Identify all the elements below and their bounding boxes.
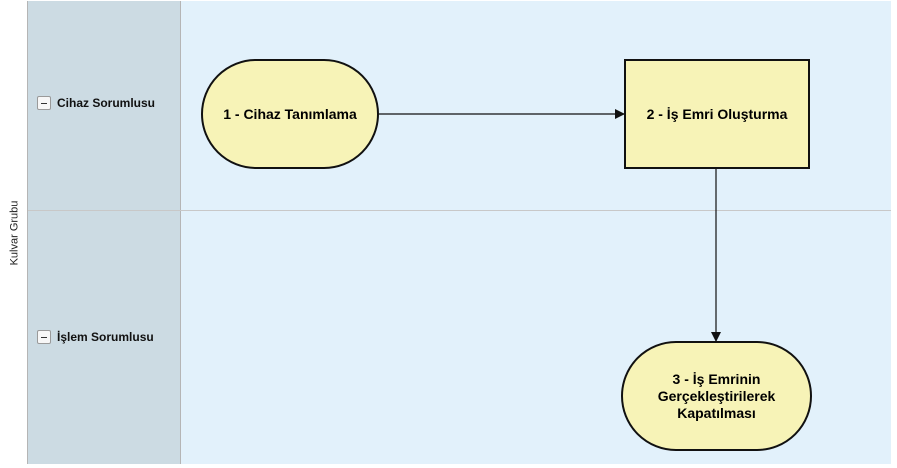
collapse-icon[interactable] [37, 96, 51, 110]
node-is-emri-kapatma[interactable]: 3 - İş Emrinin Gerçekleştirilerek Kapatı… [621, 341, 812, 451]
lane-header-cihaz-sorumlusu[interactable]: Cihaz Sorumlusu [28, 1, 181, 210]
collapse-icon[interactable] [37, 330, 51, 344]
node-is-emri-olusturma[interactable]: 2 - İş Emri Oluşturma [624, 59, 810, 169]
node-cihaz-tanimlama[interactable]: 1 - Cihaz Tanımlama [201, 59, 379, 169]
node-label: 3 - İş Emrinin Gerçekleştirilerek Kapatı… [657, 370, 776, 421]
node-label: 1 - Cihaz Tanımlama [223, 105, 357, 122]
lane-label: Cihaz Sorumlusu [57, 96, 156, 110]
pool-header[interactable]: Kulvar Grubu [1, 1, 28, 464]
lane-label: İşlem Sorumlusu [57, 330, 154, 344]
node-label: 2 - İş Emri Oluşturma [646, 105, 788, 122]
lane-header-islem-sorumlusu[interactable]: İşlem Sorumlusu [28, 211, 181, 464]
lane-divider [28, 210, 891, 211]
